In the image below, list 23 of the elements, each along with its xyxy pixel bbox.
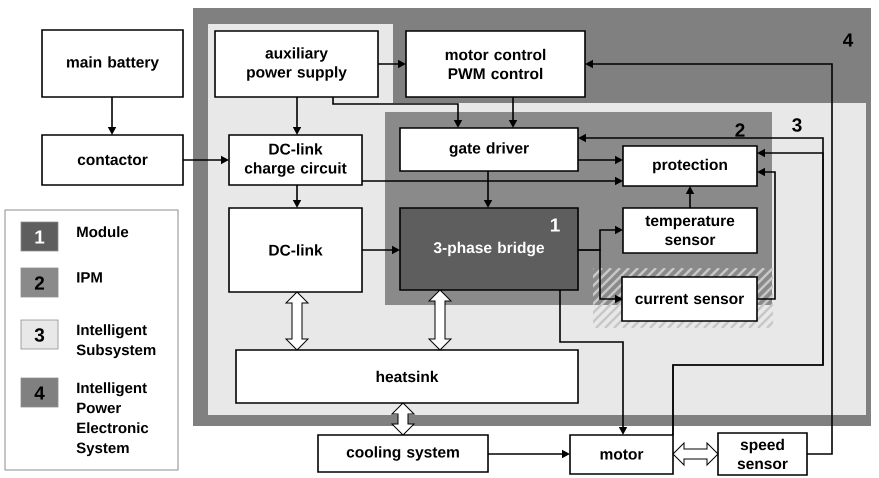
process-box: protection bbox=[622, 145, 758, 187]
legend-label: Intelligent Power Electronic System bbox=[76, 382, 148, 456]
process-box: speed sensor bbox=[717, 432, 808, 476]
legend-label: Intelligent Subsystem bbox=[76, 324, 156, 358]
process-box: cooling system bbox=[317, 434, 489, 473]
process-box: gate driver bbox=[399, 127, 579, 172]
process-box: DC-link charge circuit bbox=[228, 134, 363, 186]
swatch-number: 2 bbox=[34, 276, 44, 290]
process-box: heatsink bbox=[235, 349, 579, 404]
legend-label: Module bbox=[77, 226, 128, 238]
process-box: motor control PWM control bbox=[405, 30, 586, 98]
process-box: temperature sensor bbox=[622, 207, 758, 254]
swatch-number: 4 bbox=[34, 386, 45, 400]
process-box: contactor bbox=[41, 134, 184, 186]
swatch-number: 1 bbox=[35, 230, 44, 244]
legend-label: IPM bbox=[77, 272, 102, 283]
process-box: DC-link bbox=[228, 207, 363, 293]
process-box: 3-phase bridge 1 bbox=[399, 207, 579, 291]
process-box: main battery bbox=[41, 29, 184, 98]
process-box: motor bbox=[569, 434, 674, 475]
process-box: auxiliary power supply bbox=[214, 30, 379, 98]
swatch-number: 3 bbox=[34, 328, 44, 342]
process-box: current sensor bbox=[621, 276, 758, 322]
